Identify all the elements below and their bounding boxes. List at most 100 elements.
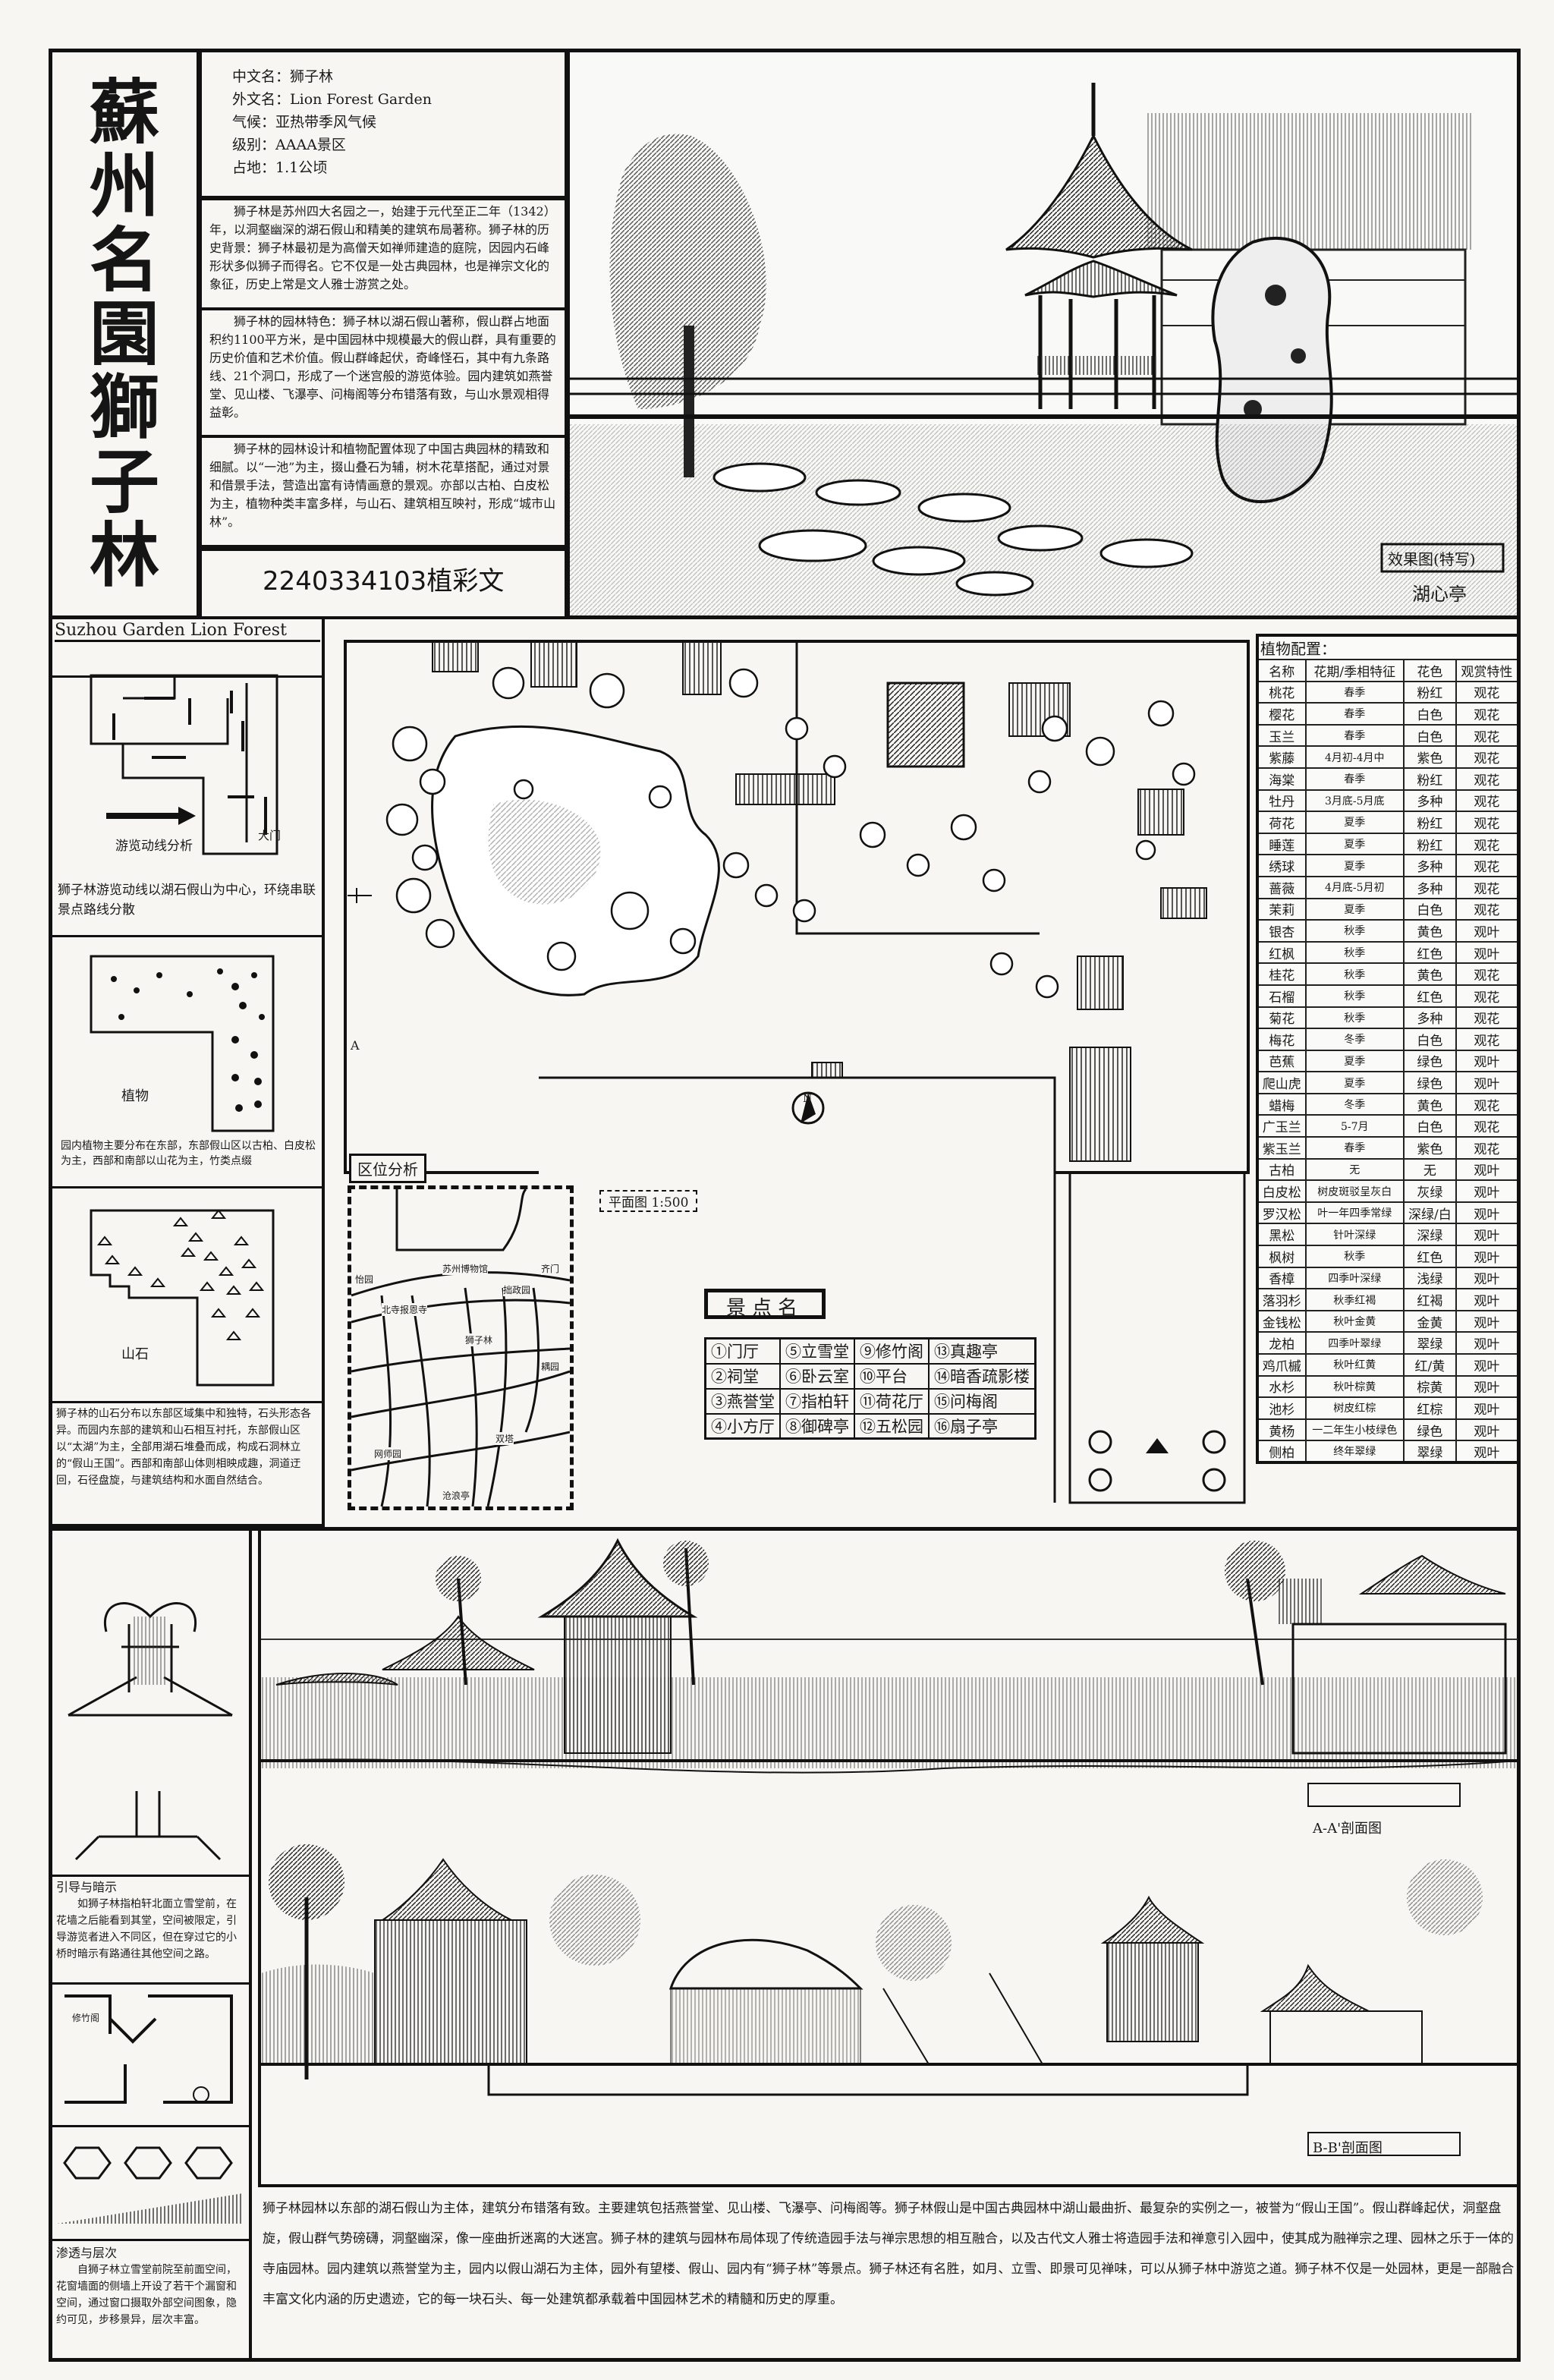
map-place: 齐门 <box>541 1262 560 1275</box>
lattice-window-patterns <box>57 2146 243 2224</box>
plant-row: 荷花夏季粉红观花 <box>1257 811 1520 834</box>
plant-cell: 深绿 <box>1402 1223 1457 1247</box>
spot-item: ⑫五松园 <box>854 1412 930 1440</box>
plant-cell: 红色 <box>1402 984 1457 1008</box>
plant-cell: 观叶 <box>1455 1418 1520 1442</box>
plant-cell: 白色 <box>1402 897 1457 921</box>
plant-cell: 观花 <box>1455 1114 1520 1138</box>
plant-cell: 多种 <box>1402 875 1457 899</box>
plant-cell: 3月底-5月底 <box>1304 789 1405 813</box>
plant-cell: 冬季 <box>1304 1028 1405 1051</box>
plant-cell: 观花 <box>1455 984 1520 1008</box>
plant-cell: 黑松 <box>1257 1223 1307 1247</box>
plant-row: 芭蕉夏季绿色观叶 <box>1257 1049 1520 1073</box>
plant-cell: 多种 <box>1402 1006 1457 1030</box>
plant-cell: 蔷薇 <box>1257 875 1307 899</box>
features-paragraph: 狮子林的园林特色：狮子林以湖石假山著称，假山群占地面积约1100平方米，是中国园… <box>199 307 568 439</box>
plant-cell: 古柏 <box>1257 1157 1307 1182</box>
plant-cell: 无 <box>1304 1157 1405 1182</box>
plant-cell: 金钱松 <box>1257 1309 1307 1333</box>
site-plan <box>344 640 1250 1504</box>
map-place: 怡园 <box>355 1273 374 1286</box>
plant-row: 绣球夏季多种观花 <box>1257 854 1520 877</box>
plant-cell: 红棕 <box>1402 1396 1457 1420</box>
plant-row: 梅花冬季白色观花 <box>1257 1028 1520 1051</box>
plant-cell: 观花 <box>1455 897 1520 921</box>
plant-cell: 秋叶红黄 <box>1304 1353 1405 1377</box>
map-place: 拙政园 <box>503 1283 531 1296</box>
plant-header-cell: 花色 <box>1402 659 1457 682</box>
plant-row: 金钱松秋叶金黄金黄观叶 <box>1257 1309 1520 1333</box>
plant-note: 园内植物主要分布在东部，东部假山区以古柏、白皮松为主，西部和南部以山花为主，竹类… <box>61 1140 316 1167</box>
plant-cell: 观花 <box>1455 1006 1520 1030</box>
plant-cell: 观花 <box>1455 680 1520 704</box>
plant-cell: 夏季 <box>1304 811 1405 834</box>
spot-item: ⑨修竹阁 <box>854 1337 930 1365</box>
sketch-caption: 效果图(特写) <box>1388 550 1476 568</box>
info-line: 外文名：Lion Forest Garden <box>232 91 432 108</box>
plant-cell: 一二年生小枝绿色 <box>1304 1418 1405 1442</box>
plant-configuration-table: 植物配置： 名称花期/季相特征花色观赏特性桃花春季粉红观花樱花春季白色观花玉兰春… <box>1256 634 1520 1464</box>
plant-cell: 芭蕉 <box>1257 1049 1307 1073</box>
plant-cell: 粉红 <box>1402 767 1457 791</box>
plant-cell: 白色 <box>1402 723 1457 748</box>
plant-cell: 桂花 <box>1257 962 1307 986</box>
spot-item: ⑮问梅阁 <box>928 1387 1037 1415</box>
title-char: 林 <box>89 515 159 597</box>
entrance-symbols <box>1088 1430 1226 1492</box>
map-place: 狮子林 <box>465 1333 493 1346</box>
plant-row: 蜡梅冬季黄色观花 <box>1257 1092 1520 1116</box>
plant-row: 紫玉兰春季紫色观花 <box>1257 1136 1520 1160</box>
plant-cell: 浅绿 <box>1402 1266 1457 1290</box>
plant-cell: 树皮红棕 <box>1304 1396 1405 1420</box>
plant-cell: 深绿/白 <box>1402 1201 1457 1225</box>
bridge-railing <box>570 377 1517 395</box>
plant-cell: 荷花 <box>1257 811 1307 834</box>
plant-cell: 冬季 <box>1304 1092 1405 1116</box>
plant-cell: 绿色 <box>1402 1071 1457 1094</box>
title-char: 獅 <box>89 367 159 449</box>
plant-cell: 白色 <box>1402 1028 1457 1051</box>
plant-row: 海棠春季粉红观花 <box>1257 767 1520 791</box>
plant-cell: 针叶深绿 <box>1304 1223 1405 1247</box>
plant-row: 侧柏终年翠绿翠绿观叶 <box>1257 1440 1520 1463</box>
flow-label: 游览动线分析 <box>115 839 193 854</box>
plant-row: 银杏秋季黄色观叶 <box>1257 919 1520 943</box>
title-char: 子 <box>89 440 159 523</box>
plant-cell: 水杉 <box>1257 1374 1307 1399</box>
plant-cell: 观花 <box>1455 745 1520 769</box>
plant-cell: 翠绿 <box>1402 1440 1457 1463</box>
map-place: 北寺报恩寺 <box>382 1303 428 1316</box>
plant-cell: 翠绿 <box>1402 1331 1457 1355</box>
guidance-note: 如狮子林指柏轩北面立雪堂前，在花墙之后能看到其堂，空间被限定，引导游览者进入不同… <box>56 1898 237 1960</box>
plant-cell: 罗汉松 <box>1257 1201 1307 1225</box>
plant-cell: 观花 <box>1455 1092 1520 1116</box>
spot-item: ①门厅 <box>704 1337 781 1365</box>
plant-cell: 粉红 <box>1402 680 1457 704</box>
title-char: 園 <box>89 292 159 375</box>
plant-cell: 秋季 <box>1304 940 1405 965</box>
plant-dots <box>111 968 265 1112</box>
flow-note: 狮子林游览动线以湖石假山为中心，环绕串联景点路线分散 <box>58 883 316 918</box>
plant-cell: 秋季 <box>1304 1006 1405 1030</box>
spot-item: ②祠堂 <box>704 1362 781 1390</box>
plant-cell: 红/黄 <box>1402 1353 1457 1377</box>
pond-water <box>570 424 1517 615</box>
plant-cell: 爬山虎 <box>1257 1071 1307 1094</box>
plant-cell: 黄杨 <box>1257 1418 1307 1442</box>
layering-title: 渗透与层次 <box>56 2246 118 2260</box>
plant-cell: 黄色 <box>1402 919 1457 943</box>
sections-frame <box>258 1527 1521 2187</box>
plant-cell: 观叶 <box>1455 940 1520 965</box>
flow-arrows <box>112 691 267 835</box>
info-line: 气候：亚热带季风气候 <box>232 114 377 131</box>
plant-cell: 春季 <box>1304 680 1405 704</box>
plant-cell: 观花 <box>1455 875 1520 899</box>
section-elevations <box>261 1538 1518 2156</box>
plant-cell: 5-7月 <box>1304 1114 1405 1138</box>
spot-item: ④小方厅 <box>704 1412 781 1440</box>
gate-label: 大门 <box>258 829 282 842</box>
plant-cell: 鸡爪槭 <box>1257 1353 1307 1377</box>
